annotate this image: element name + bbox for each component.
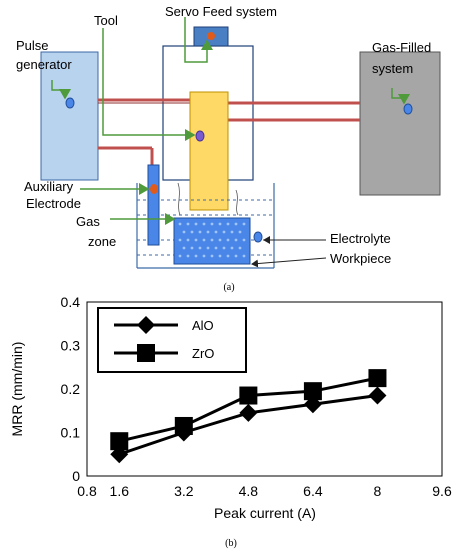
gas-pipes [98, 98, 360, 165]
tool-arrow [102, 28, 196, 141]
data-point-zro [239, 386, 258, 405]
electrolyte-label: Electrolyte [330, 231, 391, 246]
gas-filled-system-arrow [391, 88, 410, 105]
data-point-zro [110, 432, 129, 451]
y-axis-ticks: 0 0.1 0.2 0.3 0.4 [61, 294, 81, 484]
y-tick-label: 0.2 [61, 381, 81, 397]
gas-zone-label-line1: Gas [76, 214, 100, 229]
series-markers [110, 369, 387, 464]
y-tick-label: 0.1 [61, 425, 81, 441]
diagram-caption: (a) [223, 282, 234, 293]
auxiliary-electrode [147, 164, 160, 246]
legend-label-zro: ZrO [192, 346, 214, 361]
x-tick-label: 4.8 [239, 483, 259, 499]
x-tick-label: 6.4 [303, 483, 323, 499]
gas-filled-label-line1: Gas-Filled [372, 40, 431, 55]
legend-marker-zro [137, 344, 155, 362]
x-tick-label: 9.6 [432, 483, 452, 499]
data-point-zro [368, 369, 387, 388]
gas-zone-wisp-2 [235, 189, 239, 216]
pulse-generator-dot [65, 97, 75, 109]
gas-filled-system-dot [403, 103, 413, 115]
plot-frame [86, 301, 443, 477]
x-axis-ticks: 0.8 1.6 3.2 4.8 6.4 8 9.6 [77, 483, 452, 499]
data-point-zro [303, 382, 322, 401]
y-axis-label: MRR (mm/min) [9, 342, 25, 437]
legend-marker-alo [137, 316, 155, 334]
x-tick-label: 1.6 [110, 483, 130, 499]
tool-electrode [189, 91, 229, 211]
auxiliary-electrode-dot [150, 184, 158, 194]
data-point-zro [174, 416, 193, 435]
pulse-generator-box [40, 51, 99, 181]
pulse-label-line2: generator [16, 57, 72, 72]
workpiece-label: Workpiece [330, 251, 391, 266]
electrolyte-dot [253, 231, 263, 243]
legend-box [97, 307, 247, 373]
x-tick-label: 0.8 [77, 483, 97, 499]
workpiece-pattern [178, 222, 246, 258]
pulse-generator-arrow [51, 80, 71, 100]
gas-filled-system-box [359, 51, 441, 196]
data-point-alo [239, 403, 258, 422]
workpiece-arrow [251, 257, 327, 268]
gas-filled-label-line2: system [372, 61, 413, 76]
x-tick-label: 8 [374, 483, 382, 499]
servo-feed-arrow [184, 17, 213, 63]
mrr-line-chart: 0 0.1 0.2 0.3 0.4 0.8 1.6 3.2 4.8 6.4 8 9.6 AlO Zr… [9, 294, 452, 549]
tool-dot [195, 130, 205, 142]
servo-feed-label: Servo Feed system [165, 4, 277, 19]
legend-label-alo: AlO [192, 318, 214, 333]
servo-feed-dot [207, 32, 215, 40]
chart-caption: (b) [225, 538, 237, 549]
y-tick-label: 0.4 [61, 294, 81, 310]
y-tick-label: 0.3 [61, 338, 81, 354]
tool-label: Tool [94, 13, 118, 28]
pulse-label-line1: Pulse [16, 38, 49, 53]
auxiliary-label-line1: Auxiliary [24, 179, 74, 194]
auxiliary-label-line2: Electrode [26, 196, 81, 211]
x-axis-label: Peak current (A) [214, 505, 316, 521]
x-tick-label: 3.2 [174, 483, 194, 499]
setup-diagram: Servo Feed system Tool Pulse generator G… [16, 4, 441, 293]
data-point-alo [368, 386, 387, 405]
y-tick-label: 0 [72, 468, 80, 484]
gas-zone-label-line2: zone [88, 234, 116, 249]
gas-zone-wisp [177, 182, 181, 216]
